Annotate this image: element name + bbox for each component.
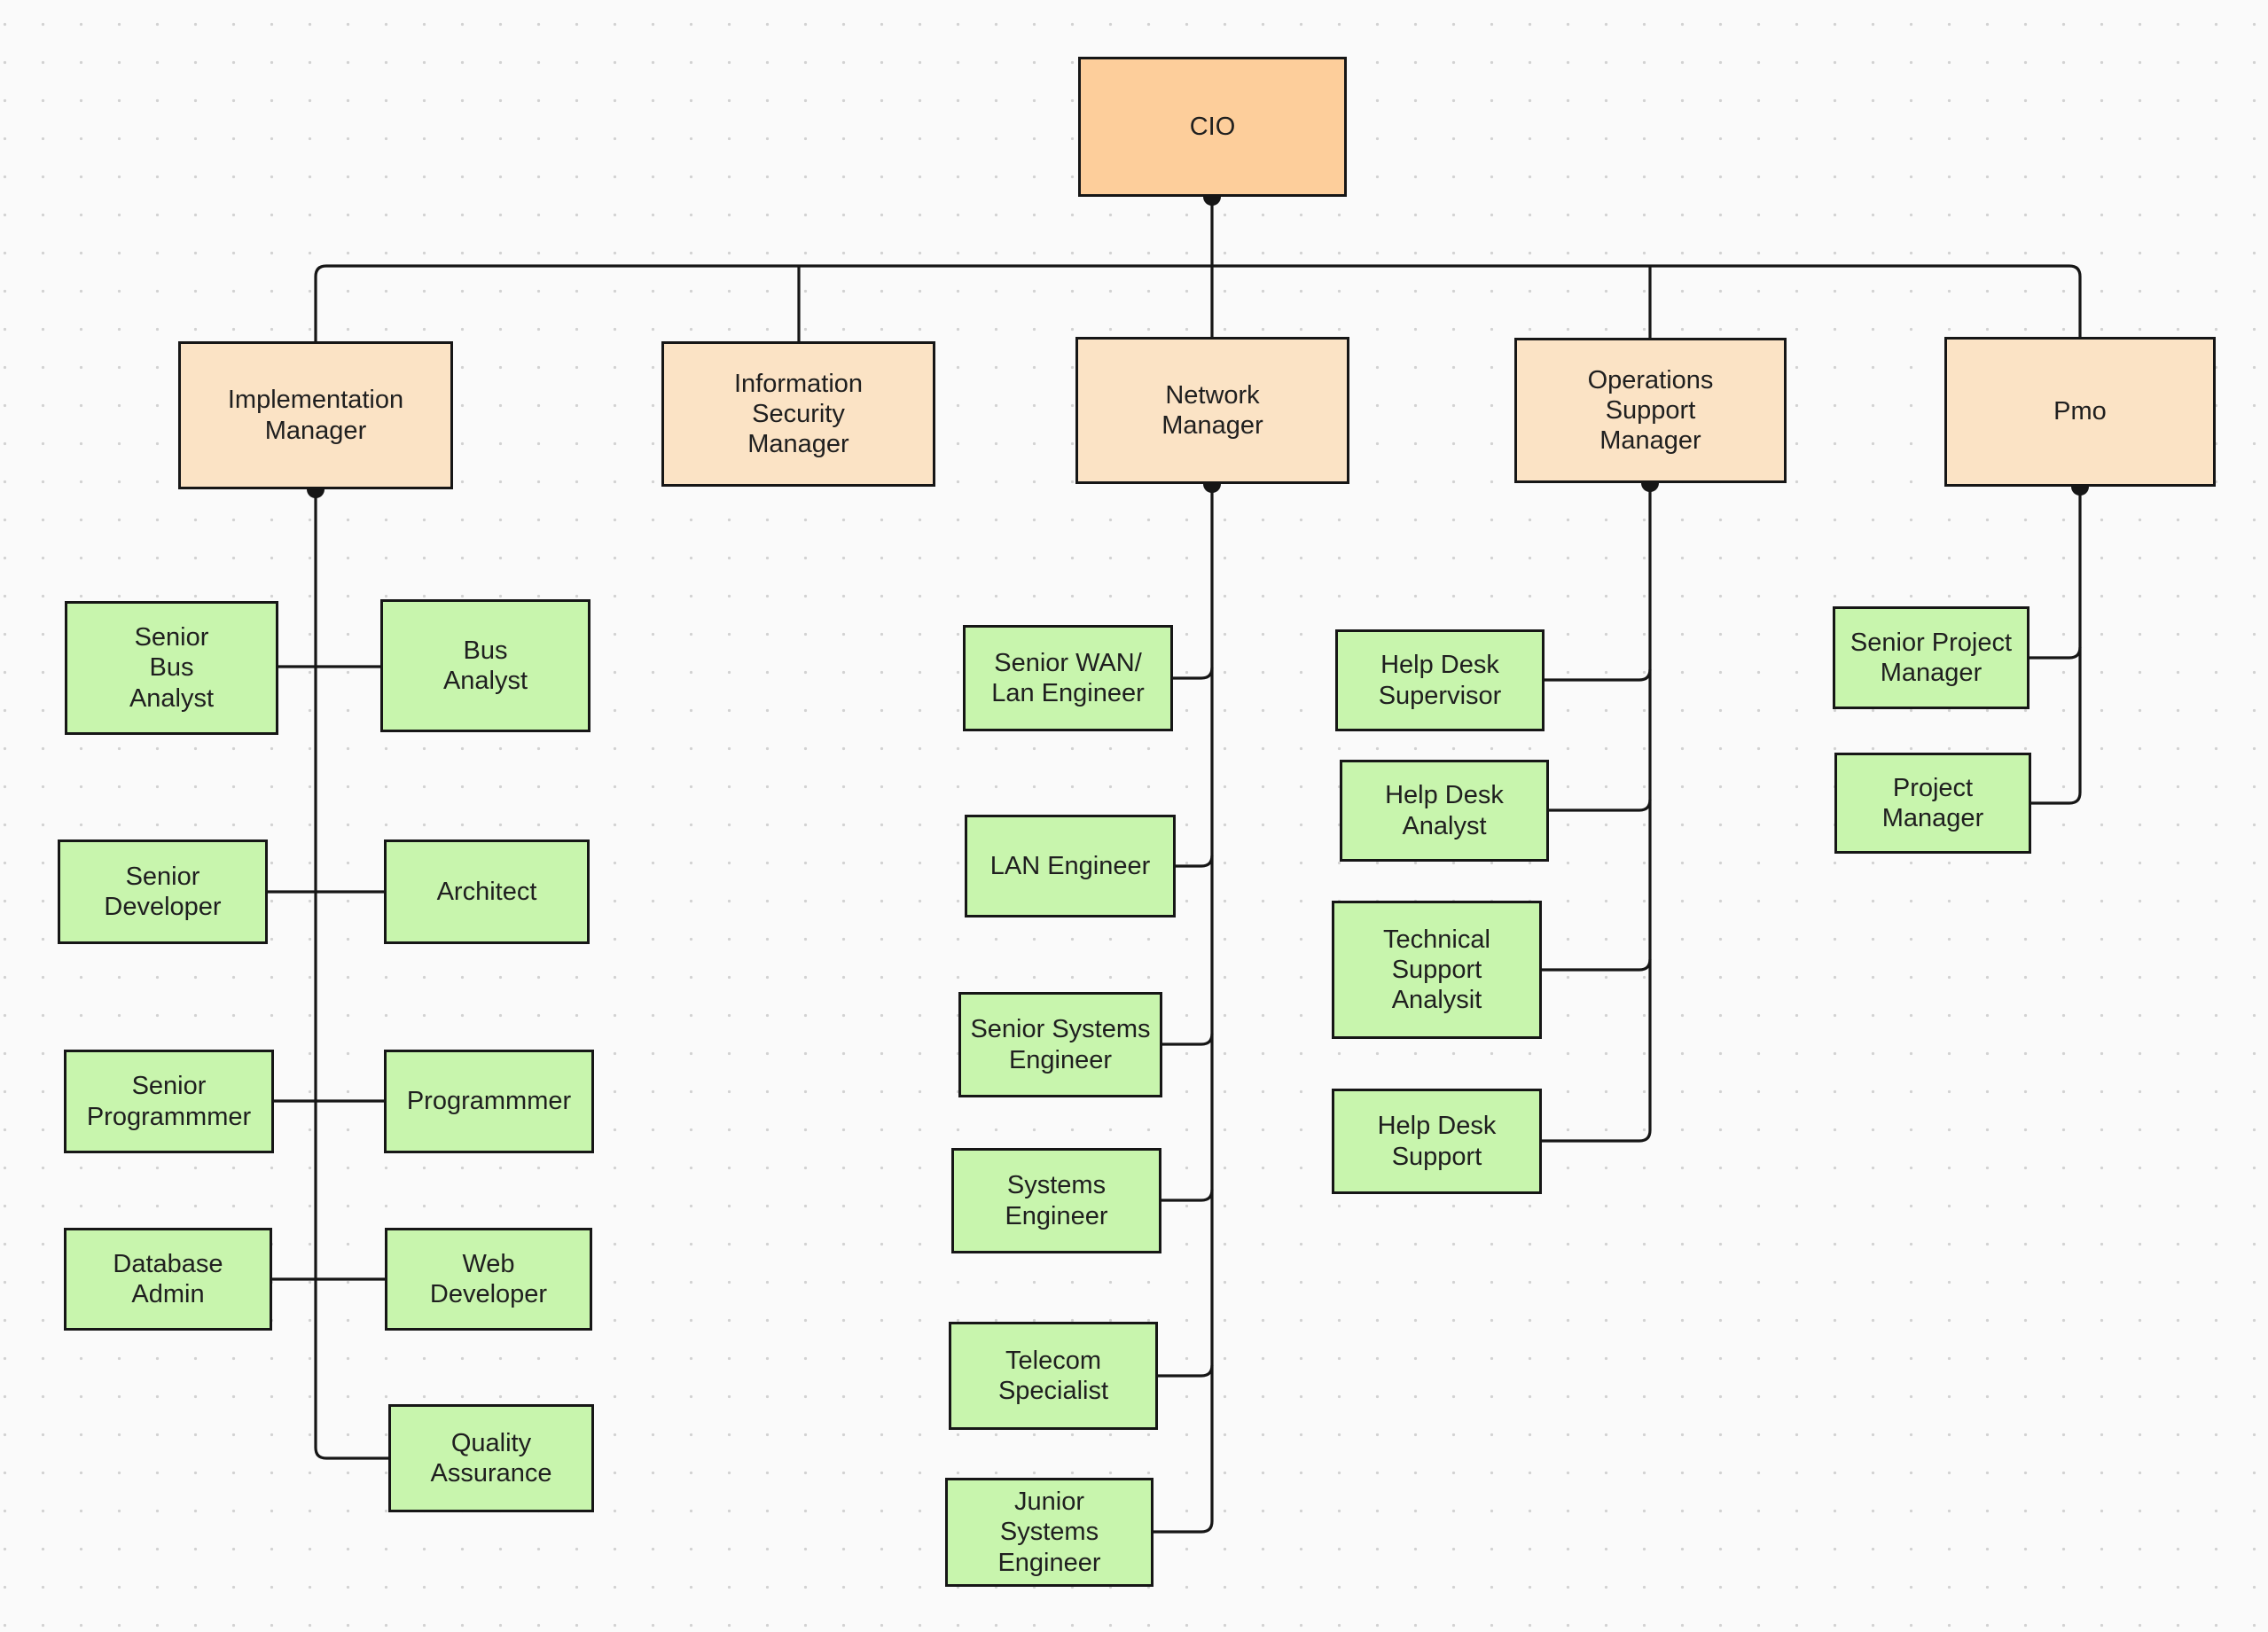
edge-telecom [1158,1364,1214,1378]
org-node-network-manager[interactable]: Network Manager [1075,337,1349,484]
org-node-systems-engineer-label: Systems Engineer [1005,1171,1108,1230]
org-node-help-desk-support-label: Help Desk Support [1377,1112,1497,1171]
org-node-database-admin-label: Database Admin [113,1249,223,1308]
org-node-web-developer[interactable]: Web Developer [385,1228,592,1331]
org-node-implementation-manager[interactable]: Implementation Manager [178,341,453,489]
org-node-network-manager-label: Network Manager [1161,380,1263,440]
edge-wan [1173,667,1214,680]
org-node-telecom-specialist-label: Telecom Specialist [997,1346,1109,1405]
org-node-systems-engineer[interactable]: Systems Engineer [951,1148,1161,1253]
org-node-technical-support-analysit[interactable]: Technical Support Analysit [1332,901,1542,1039]
org-node-senior-project-manager-label: Senior Project Manager [1850,628,2013,687]
org-node-help-desk-analyst[interactable]: Help Desk Analyst [1340,760,1549,862]
org-node-operations-support-manager-label: Operations Support Manager [1587,365,1714,456]
org-node-pmo[interactable]: Pmo [1944,337,2216,487]
edge-sr-pm [2029,646,2082,660]
org-node-senior-systems-engineer-label: Senior Systems Engineer [970,1015,1151,1074]
org-node-information-security-manager[interactable]: Information Security Manager [661,341,935,487]
edge-pmo-trunk [2031,487,2082,805]
org-node-architect-label: Architect [436,877,537,906]
org-node-cio-label: CIO [1189,112,1236,141]
org-node-operations-support-manager[interactable]: Operations Support Manager [1514,338,1787,483]
org-node-help-desk-supervisor[interactable]: Help Desk Supervisor [1335,629,1545,731]
org-node-senior-project-manager[interactable]: Senior Project Manager [1833,606,2029,709]
org-node-junior-systems-engineer-label: Junior Systems Engineer [997,1488,1101,1577]
org-node-senior-bus-analyst[interactable]: Senior Bus Analyst [65,601,278,735]
org-node-database-admin[interactable]: Database Admin [64,1228,272,1331]
org-node-quality-assurance-label: Quality Assurance [430,1428,552,1488]
org-node-senior-bus-analyst-label: Senior Bus Analyst [129,623,215,713]
edge-lan [1176,855,1214,868]
org-node-implementation-manager-label: Implementation Manager [227,386,404,445]
org-node-help-desk-supervisor-label: Help Desk Supervisor [1378,651,1502,710]
org-node-bus-analyst-label: Bus Analyst [442,636,528,695]
org-node-pmo-label: Pmo [2053,397,2107,426]
org-node-lan-engineer[interactable]: LAN Engineer [965,815,1176,918]
org-node-junior-systems-engineer[interactable]: Junior Systems Engineer [945,1478,1154,1587]
org-node-cio[interactable]: CIO [1078,57,1347,197]
edge-hd-supervisor [1545,668,1652,682]
org-node-project-manager[interactable]: Project Manager [1834,753,2031,854]
edge-ops-trunk [1542,483,1652,1143]
org-node-help-desk-analyst-label: Help Desk Analyst [1385,781,1504,840]
edge-sr-sys [1162,1033,1214,1046]
org-node-telecom-specialist[interactable]: Telecom Specialist [949,1322,1158,1430]
org-node-help-desk-support[interactable]: Help Desk Support [1332,1089,1542,1194]
org-node-programmmer-label: Programmmer [406,1087,572,1116]
edge-sys [1161,1189,1214,1202]
org-node-web-developer-label: Web Developer [429,1249,548,1308]
org-node-senior-developer-label: Senior Developer [104,862,222,921]
org-node-senior-wan-lan-engineer[interactable]: Senior WAN/ Lan Engineer [963,625,1173,731]
org-node-programmmer[interactable]: Programmmer [384,1050,594,1153]
edge-hd-analyst [1549,799,1652,812]
org-node-technical-support-analysit-label: Technical Support Analysit [1383,925,1490,1015]
org-node-lan-engineer-label: LAN Engineer [989,851,1151,880]
org-node-quality-assurance[interactable]: Quality Assurance [388,1404,594,1512]
org-node-architect[interactable]: Architect [384,839,590,944]
edge-top-rail [314,264,2082,341]
org-node-information-security-manager-label: Information Security Manager [733,369,864,459]
edge-tech-support [1542,958,1652,972]
org-node-bus-analyst[interactable]: Bus Analyst [380,599,590,732]
edge-impl-trunk [314,489,388,1460]
org-node-senior-developer[interactable]: Senior Developer [58,839,268,944]
org-node-senior-wan-lan-engineer-label: Senior WAN/ Lan Engineer [991,648,1145,707]
org-node-senior-systems-engineer[interactable]: Senior Systems Engineer [958,992,1162,1097]
org-node-senior-programmmer-label: Senior Programmmer [86,1072,252,1131]
org-node-project-manager-label: Project Manager [1881,773,1984,832]
org-node-senior-programmmer[interactable]: Senior Programmmer [64,1050,274,1153]
